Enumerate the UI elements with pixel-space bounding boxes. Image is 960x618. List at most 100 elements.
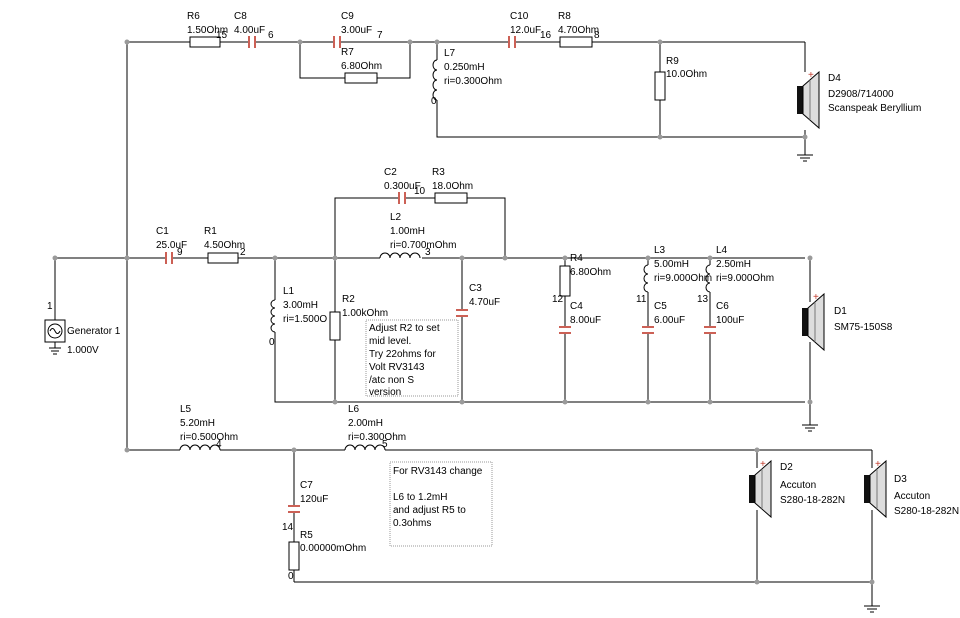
node-number: 4 <box>216 439 222 450</box>
ground-icon <box>797 154 813 162</box>
svg-text:and adjust R5 to: and adjust R5 to <box>393 505 466 516</box>
inductor-l7-symbol[interactable] <box>432 59 438 101</box>
generator-value: 1.000V <box>67 345 99 356</box>
l5-ri: ri=0.500Ohm <box>180 432 238 443</box>
r4-value: 6.80Ohm <box>570 267 611 278</box>
l4-name: L4 <box>716 245 728 256</box>
capacitor-c7-symbol[interactable] <box>288 505 300 513</box>
node-number: 0 <box>431 96 437 107</box>
d2-model: S280-18-282N <box>780 495 845 506</box>
svg-text:mid level.: mid level. <box>369 336 411 347</box>
c1-name: C1 <box>156 226 169 237</box>
capacitor-c10-symbol[interactable] <box>508 36 516 48</box>
inductor-l5-symbol[interactable] <box>179 444 221 451</box>
d4-model: D2908/714000 <box>828 89 894 100</box>
c3-value: 4.70uF <box>469 297 500 308</box>
capacitor-c3-symbol[interactable] <box>456 309 468 317</box>
c7-value: 120uF <box>300 494 328 505</box>
resistor-r4-symbol[interactable] <box>559 265 571 297</box>
r9-value: 10.0Ohm <box>666 69 707 80</box>
l4-ri: ri=9.000Ohm <box>716 273 774 284</box>
generator-symbol[interactable] <box>44 319 66 355</box>
node-number: 0 <box>288 571 294 582</box>
resistor-r8-symbol[interactable] <box>559 36 593 48</box>
r2-name: R2 <box>342 294 355 305</box>
svg-text:Adjust R2 to set: Adjust R2 to set <box>369 323 440 334</box>
ground-icon <box>802 424 818 432</box>
driver-d3-symbol[interactable]: + <box>864 459 887 519</box>
note-box-rv3143[interactable] <box>389 461 493 547</box>
c3-name: C3 <box>469 283 482 294</box>
r9-name: R9 <box>666 56 679 67</box>
l2-ri: ri=0.700mOhm <box>390 240 456 251</box>
c6-value: 100uF <box>716 315 744 326</box>
r3-value: 18.0Ohm <box>432 181 473 192</box>
note-text-r2: Adjust R2 to set mid level. Try 22ohms f… <box>369 323 440 398</box>
c7-name: C7 <box>300 480 313 491</box>
node-number: 8 <box>594 30 600 41</box>
resistor-r7-symbol[interactable] <box>344 72 378 84</box>
labels: R6 1.50Ohm C8 4.00uF C9 3.00uF R7 6.80Oh… <box>67 11 959 554</box>
r3-name: R3 <box>432 167 445 178</box>
inductor-l1-symbol[interactable] <box>270 299 276 333</box>
capacitor-c4-symbol[interactable] <box>559 326 571 334</box>
resistor-r3-symbol[interactable] <box>434 192 468 204</box>
svg-text:+: + <box>813 292 819 303</box>
capacitor-c2-symbol[interactable] <box>398 192 406 204</box>
l3-value: 5.00mH <box>654 259 689 270</box>
note-box-r2[interactable] <box>365 319 459 397</box>
resistor-r2-symbol[interactable] <box>329 311 341 341</box>
l1-name: L1 <box>283 286 295 297</box>
d4-name: D4 <box>828 73 841 84</box>
c10-name: C10 <box>510 11 529 22</box>
svg-text:Volt RV3143: Volt RV3143 <box>369 362 425 373</box>
node-number: 1 <box>47 301 53 312</box>
r5-name: R5 <box>300 530 313 541</box>
node-number: 11 <box>636 294 647 305</box>
capacitor-c1-symbol[interactable] <box>165 252 173 264</box>
inductor-l4-symbol[interactable] <box>705 264 711 293</box>
node-number: 15 <box>216 30 228 41</box>
svg-text:Try 22ohms for: Try 22ohms for <box>369 349 437 360</box>
inductor-l3-symbol[interactable] <box>643 264 649 293</box>
driver-d4-symbol[interactable]: + <box>797 70 820 130</box>
c4-name: C4 <box>570 301 583 312</box>
c9-name: C9 <box>341 11 354 22</box>
r1-name: R1 <box>204 226 217 237</box>
svg-text:+: + <box>760 459 766 470</box>
l1-ri: ri=1.500O <box>283 314 327 325</box>
c4-value: 8.00uF <box>570 315 601 326</box>
svg-text:L6 to 1.2mH: L6 to 1.2mH <box>393 492 447 503</box>
resistor-r9-symbol[interactable] <box>654 71 666 101</box>
driver-d1-symbol[interactable]: + <box>802 292 825 352</box>
capacitor-c9-symbol[interactable] <box>333 36 341 48</box>
capacitor-c6-symbol[interactable] <box>704 326 716 334</box>
d4-make: Scanspeak Beryllium <box>828 103 921 114</box>
svg-text:0.3ohms: 0.3ohms <box>393 518 431 529</box>
l7-ri: ri=0.300Ohm <box>444 76 502 87</box>
svg-text:+: + <box>808 70 814 81</box>
l3-ri: ri=9.000Ohm <box>654 273 712 284</box>
l3-name: L3 <box>654 245 666 256</box>
node-numbers: 15 6 7 16 8 0 10 9 2 3 0 12 11 13 1 4 5 … <box>47 30 709 582</box>
inductor-l6-symbol[interactable] <box>344 444 386 451</box>
capacitor-c8-symbol[interactable] <box>248 36 256 48</box>
note-text-rv3143: For RV3143 change L6 to 1.2mH and adjust… <box>393 466 483 529</box>
generator-name: Generator 1 <box>67 326 121 337</box>
c8-name: C8 <box>234 11 247 22</box>
driver-d2-symbol[interactable]: + <box>749 459 772 519</box>
inductor-l2-symbol[interactable] <box>379 252 421 259</box>
c1-value: 25.0uF <box>156 240 187 251</box>
resistor-r5-symbol[interactable] <box>288 541 300 571</box>
l7-name: L7 <box>444 48 456 59</box>
c9-value: 3.00uF <box>341 25 372 36</box>
r6-value: 1.50Ohm <box>187 25 228 36</box>
c5-name: C5 <box>654 301 667 312</box>
c5-value: 6.00uF <box>654 315 685 326</box>
resistor-r6-symbol[interactable] <box>189 36 221 48</box>
capacitor-c5-symbol[interactable] <box>642 326 654 334</box>
c8-value: 4.00uF <box>234 25 265 36</box>
node-number: 10 <box>414 186 426 197</box>
l2-value: 1.00mH <box>390 226 425 237</box>
resistor-r1-symbol[interactable] <box>207 252 239 264</box>
